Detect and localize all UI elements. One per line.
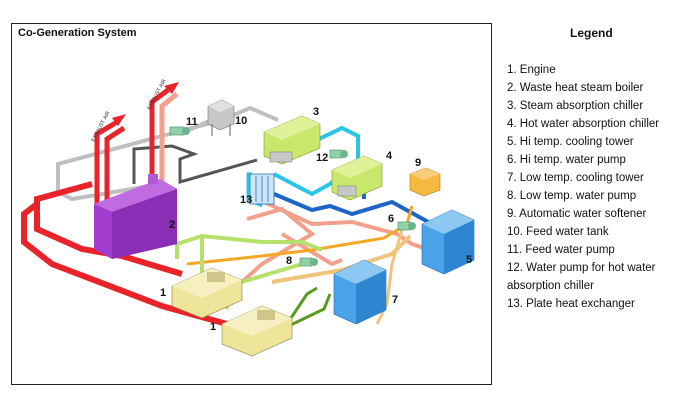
legend-item: 13. Plate heat exchanger [507,298,635,310]
low-temp-cooling-tower [333,259,387,325]
hot-water-chiller-pump [329,149,348,159]
feed-water-pump [169,126,190,136]
legend-item: 4. Hot water absorption chiller [507,118,660,130]
hot-water-absorption-chiller [331,155,383,201]
label-feed-pump: 11 [186,116,198,128]
legend-title: Legend [570,26,613,40]
pipe-steam [56,105,279,202]
label-hot-water-chiller: 4 [386,150,393,162]
legend-item: 7. Low temp. cooling tower [507,172,644,184]
pipe-exhaust-main-2 [21,201,228,327]
low-temp-water-pump [299,257,318,267]
diagram-title: Co-Generation System [18,27,137,39]
pipe-dark [132,144,258,184]
legend-item: 3. Steam absorption chiller [507,100,644,112]
steam-absorption-chiller [263,115,321,165]
label-chiller-pump: 12 [316,152,328,164]
label-low-temp-tower: 7 [392,294,398,306]
automatic-water-softener [409,167,441,197]
legend-item: 6. Hi temp. water pump [507,154,626,166]
pipe-exhaust-2 [149,88,170,184]
pipe-blue [273,192,433,226]
label-plate-exchanger: 13 [240,194,252,206]
label-hi-temp-pump: 6 [388,213,394,225]
waste-heat-steam-boiler [94,174,177,259]
pipe-orange [186,205,414,266]
label-boiler: 2 [169,219,175,231]
exhaust-arrow-1 [112,114,126,126]
pipe-exhaust-main [34,181,183,277]
label-hi-temp-tower: 5 [466,254,472,266]
label-feed-tank: 10 [235,115,247,127]
pipe-pink-2 [240,206,316,284]
diagram-frame: Co-Generation System [11,23,492,385]
pipe-exhaust-1b [104,125,126,214]
legend-item: 9. Automatic water softener [507,208,647,220]
pipe-exhaust-2b [159,92,179,184]
legend-item: 2. Waste heat steam boiler [507,82,644,94]
legend-item: 12. Water pump for hot water absorption … [507,262,656,292]
label-steam-chiller: 3 [313,106,319,118]
legend-list: 1. Engine 2. Waste heat steam boiler 3. … [507,61,679,313]
legend-item: 8. Low temp. water pump [507,190,637,202]
label-softener: 9 [415,157,421,169]
label-engine-upper: 1 [160,287,166,299]
legend-item: 5. Hi temp. cooling tower [507,136,634,148]
exhaust-arrow-2 [164,82,179,94]
pipe-exhaust-1 [94,119,119,214]
legend-item: 1. Engine [507,64,556,76]
pipe-light-green [175,233,323,259]
pipe-dark-green-2 [285,286,318,325]
pipe-tan-2 [375,229,404,325]
label-engine-lower: 1 [210,321,216,333]
hi-temp-cooling-tower [421,209,475,275]
engine-upper [171,267,243,319]
plate-heat-exchanger [249,173,275,205]
co-generation-diagram: EXHAUST AIR EXHAUST AIR 1 1 2 3 4 5 6 7 … [21,78,475,357]
label-low-temp-pump: 8 [286,255,292,267]
pipe-pink [263,200,443,256]
legend-item: 10. Feed water tank [507,226,609,238]
hi-temp-water-pump [397,221,416,231]
engine-lower [221,305,293,357]
legend-item: 11. Feed water pump [507,244,615,256]
feed-water-tank [207,99,235,136]
